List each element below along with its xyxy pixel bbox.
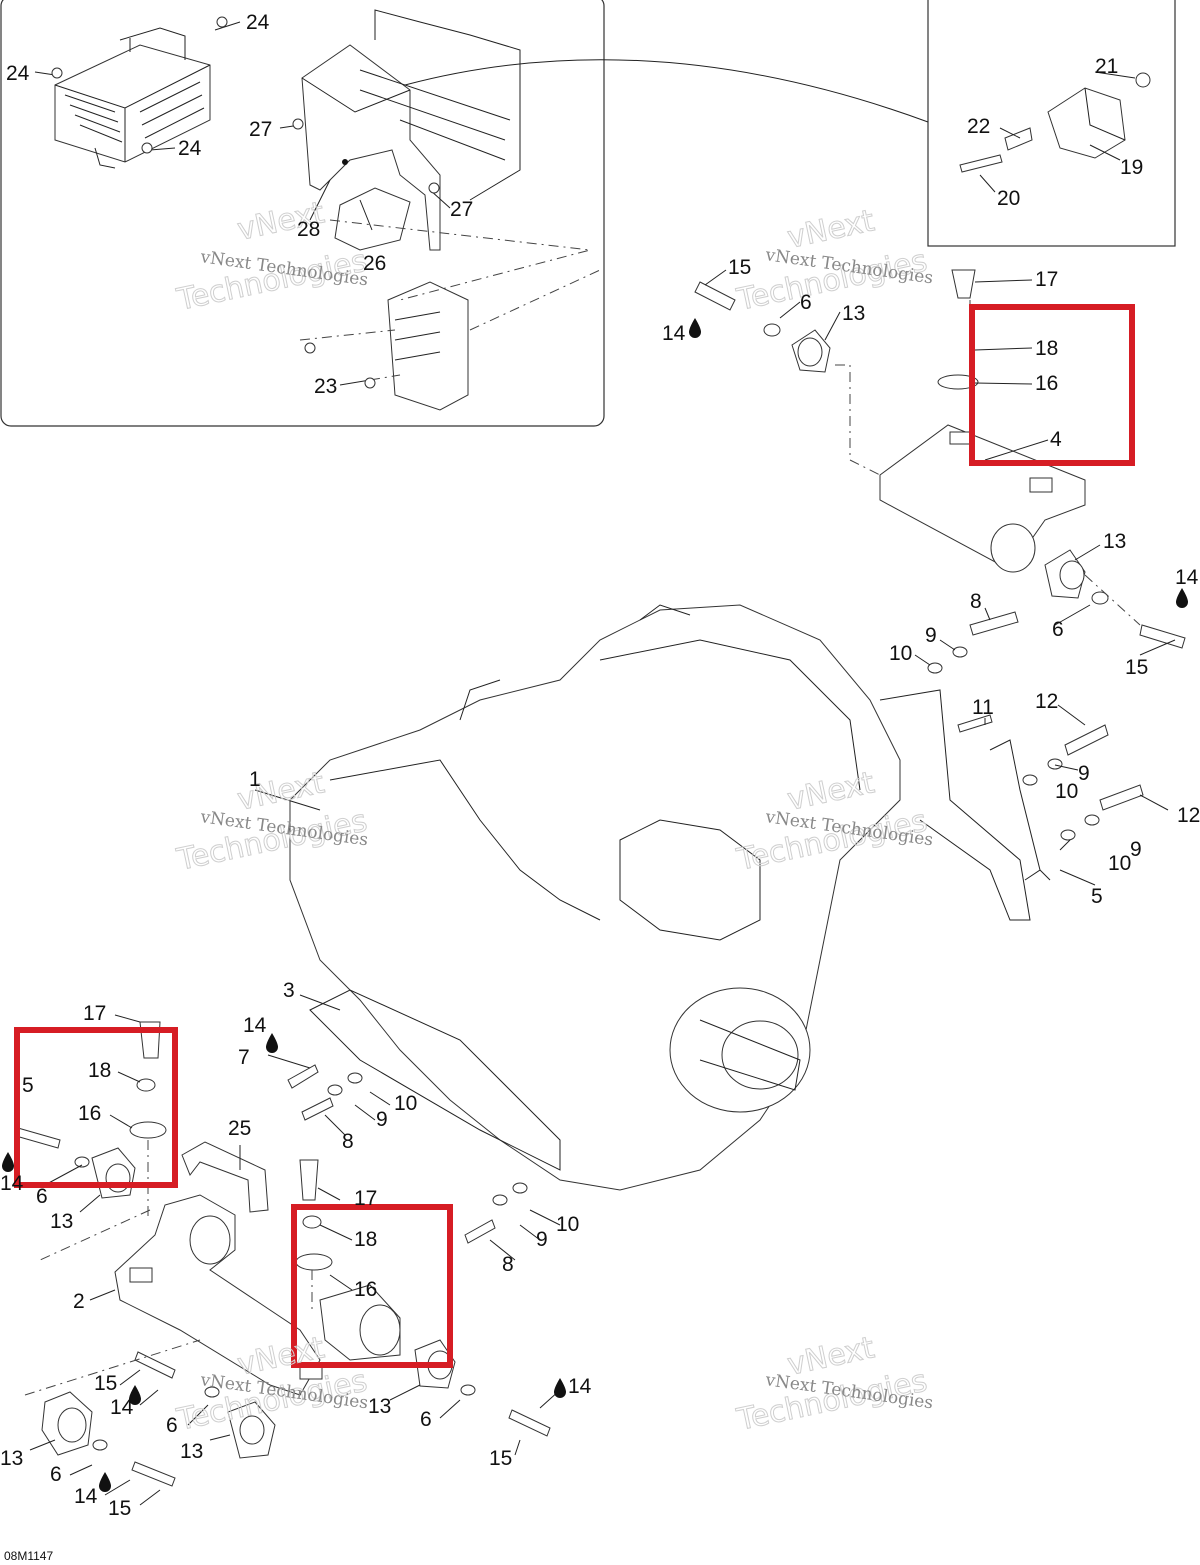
callout-7: 7 — [238, 1046, 250, 1069]
callout-25: 25 — [228, 1117, 251, 1140]
callout-10: 10 — [394, 1092, 417, 1115]
callout-14: 14 — [0, 1172, 24, 1195]
callout-18: 18 — [1035, 337, 1058, 360]
callout-12: 12 — [1035, 690, 1058, 713]
callout-27: 27 — [249, 118, 272, 141]
callout-16: 16 — [354, 1278, 377, 1301]
oil-drop-icon — [99, 1472, 111, 1492]
callout-24: 24 — [246, 11, 270, 34]
callout-21: 21 — [1095, 55, 1118, 78]
callout-13: 13 — [180, 1440, 203, 1463]
callout-4: 4 — [1050, 428, 1062, 451]
callout-3: 3 — [283, 979, 295, 1002]
callout-13: 13 — [842, 302, 865, 325]
engine-assembly-part — [289, 604, 1041, 1191]
connector-19-part — [959, 72, 1151, 173]
right-bolts-part — [927, 611, 1144, 841]
inset-fasteners — [51, 16, 440, 389]
callout-15: 15 — [108, 1497, 131, 1520]
callout-6: 6 — [166, 1414, 178, 1437]
oil-drop-icon — [129, 1385, 141, 1405]
callout-6: 6 — [800, 291, 812, 314]
diagram-code: 08M1147 — [4, 1549, 53, 1563]
callout-14: 14 — [662, 322, 686, 345]
callout-13: 13 — [0, 1447, 23, 1470]
callout-24: 24 — [178, 137, 202, 160]
ecm-module-part — [387, 281, 469, 411]
bracket-26-part — [301, 9, 521, 251]
callout-15: 15 — [1125, 656, 1148, 679]
callout-26: 26 — [363, 252, 386, 275]
callout-12: 12 — [1177, 804, 1200, 827]
callout-14: 14 — [568, 1375, 592, 1398]
callout-20: 20 — [997, 187, 1020, 210]
callout-19: 19 — [1120, 156, 1143, 179]
front-bolts-part — [327, 1072, 528, 1206]
highlight-box-upper-right — [969, 304, 1135, 466]
lower-mount-bracket-2-part — [15, 1021, 551, 1487]
callout-13: 13 — [368, 1395, 391, 1418]
oil-drop-icon — [2, 1152, 14, 1172]
callout-1: 1 — [249, 768, 261, 791]
callout-11: 11 — [972, 696, 994, 719]
oil-drop-icon — [266, 1033, 278, 1053]
callout-10: 10 — [889, 642, 912, 665]
callout-15: 15 — [489, 1447, 512, 1470]
callout-22: 22 — [967, 115, 990, 138]
callout-17: 17 — [1035, 268, 1058, 291]
oil-drop-icon — [1176, 588, 1188, 608]
callout-15: 15 — [94, 1372, 117, 1395]
callout-14: 14 — [1175, 566, 1199, 589]
callout-28: 28 — [297, 218, 320, 241]
connector-inset-panel — [927, 0, 1176, 247]
callout-9: 9 — [1078, 762, 1090, 785]
callout-17: 17 — [354, 1187, 377, 1210]
fuse-box-part — [54, 27, 211, 169]
callout-8: 8 — [502, 1253, 514, 1276]
callout-6: 6 — [50, 1463, 62, 1486]
callout-6: 6 — [36, 1185, 48, 1208]
callout-14: 14 — [110, 1396, 134, 1419]
callout-13: 13 — [50, 1210, 73, 1233]
callout-15: 15 — [728, 256, 751, 279]
callout-16: 16 — [78, 1102, 101, 1125]
callout-5: 5 — [1091, 885, 1103, 908]
callout-14: 14 — [243, 1014, 267, 1037]
callout-8: 8 — [970, 590, 982, 613]
callout-2: 2 — [73, 1290, 85, 1313]
callout-27: 27 — [450, 198, 473, 221]
callout-6: 6 — [1052, 618, 1064, 641]
callout-10: 10 — [1108, 852, 1131, 875]
callout-9: 9 — [1130, 838, 1142, 861]
oil-drop-icons — [2, 318, 1188, 1492]
oil-drop-icon — [554, 1378, 566, 1398]
leader-lines — [29, 21, 1176, 1506]
callout-9: 9 — [536, 1228, 548, 1251]
svg-text:vNext: vNext — [784, 203, 877, 256]
highlight-box-lower-left — [14, 1027, 178, 1188]
callout-18: 18 — [354, 1228, 377, 1251]
callout-10: 10 — [1055, 780, 1078, 803]
callout-9: 9 — [376, 1108, 388, 1131]
highlight-box-lower-center — [291, 1204, 453, 1368]
callout-5: 5 — [22, 1074, 34, 1097]
callout-9: 9 — [925, 624, 937, 647]
callout-17: 17 — [83, 1002, 106, 1025]
electrical-box-inset-panel — [0, 0, 605, 427]
callout-6: 6 — [420, 1408, 432, 1431]
callout-23: 23 — [314, 375, 337, 398]
callout-14: 14 — [74, 1485, 98, 1508]
upper-mount-bracket-4-part — [694, 269, 1186, 649]
callout-8: 8 — [342, 1130, 354, 1153]
callout-24: 24 — [6, 62, 30, 85]
callout-16: 16 — [1035, 372, 1058, 395]
callout-13: 13 — [1103, 530, 1126, 553]
oil-drop-icon — [689, 318, 701, 338]
callout-18: 18 — [88, 1059, 111, 1082]
callout-labels: 24 24 24 27 27 28 26 23 21 22 19 20 15 1… — [0, 11, 1200, 1520]
callout-10: 10 — [556, 1213, 579, 1236]
